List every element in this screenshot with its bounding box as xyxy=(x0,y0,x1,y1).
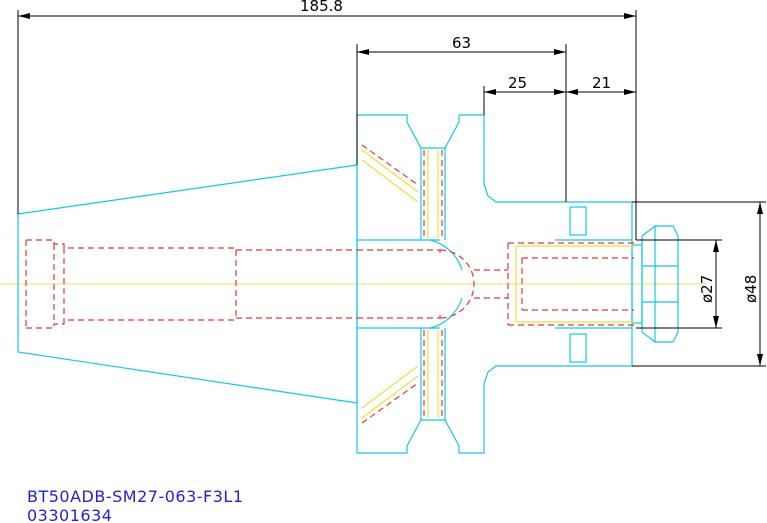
dimensions: 185.8 63 25 21 ø27 ø48 xyxy=(17,0,766,367)
nose-body xyxy=(555,201,679,367)
internal-bore xyxy=(25,239,636,329)
dim-bore-diameter: ø27 xyxy=(698,275,716,303)
dim-body-length: 25 xyxy=(508,74,527,92)
dim-flange-to-nose: 63 xyxy=(452,34,471,52)
dim-overall-length: 185.8 xyxy=(300,0,343,15)
dim-body-diameter: ø48 xyxy=(742,275,760,303)
part-code: 03301634 xyxy=(27,506,112,523)
dim-nose-length: 21 xyxy=(592,74,611,92)
part-number: BT50ADB-SM27-063-F3L1 xyxy=(27,487,244,506)
flange xyxy=(356,114,555,454)
